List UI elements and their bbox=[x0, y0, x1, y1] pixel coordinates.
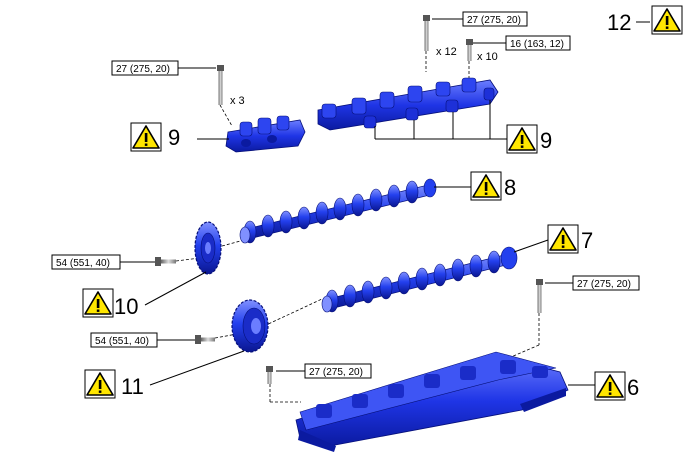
bolt-icon bbox=[195, 335, 215, 344]
leader-lines-9-right bbox=[374, 100, 507, 140]
bolt-icon bbox=[466, 39, 473, 61]
step-number-9-left: 9 bbox=[168, 125, 180, 150]
camshaft-timing-sprocket bbox=[194, 221, 222, 275]
step-number-12: 12 bbox=[607, 10, 631, 35]
torque-label-gear-upper: 54 (551, 40) bbox=[51, 254, 121, 270]
step-number-9-right: 9 bbox=[540, 128, 552, 153]
bolt-icon bbox=[423, 15, 430, 51]
bolt-icon bbox=[536, 279, 543, 313]
svg-text:54 (551, 40): 54 (551, 40) bbox=[95, 336, 149, 347]
torque-label-camcap-left: 27 (275, 20) bbox=[111, 60, 179, 76]
step-number-10: 10 bbox=[114, 294, 138, 319]
step-number-8: 8 bbox=[504, 175, 516, 200]
camshaft-timing-gear-assembly bbox=[231, 299, 269, 353]
quantity-x10: x 10 bbox=[477, 51, 498, 63]
camshaft-housing bbox=[295, 351, 569, 452]
step-number-6: 6 bbox=[627, 375, 639, 400]
camshaft-upper bbox=[239, 178, 437, 244]
camshaft-bearing-caps-right bbox=[317, 77, 499, 131]
bolt-icon bbox=[217, 65, 224, 105]
quantity-x3: x 3 bbox=[230, 95, 245, 107]
step-number-11: 11 bbox=[121, 374, 144, 399]
warning-triangle-icon bbox=[506, 124, 538, 154]
torque-label-camcap-top: 27 (275, 20) bbox=[462, 11, 528, 27]
warning-triangle-icon bbox=[84, 369, 116, 399]
torque-label-gear-lower: 54 (551, 40) bbox=[90, 332, 158, 348]
svg-text:27 (275, 20): 27 (275, 20) bbox=[116, 64, 170, 75]
warning-triangle-icon bbox=[547, 224, 579, 254]
svg-text:27 (275, 20): 27 (275, 20) bbox=[309, 367, 363, 378]
warning-triangle-icon bbox=[651, 5, 683, 35]
torque-label-housing-left: 27 (275, 20) bbox=[304, 363, 372, 379]
warning-triangle-icon bbox=[130, 122, 162, 152]
torque-label-camcap-small: 16 (163, 12) bbox=[505, 35, 571, 51]
bolt-icon bbox=[155, 257, 176, 266]
quantity-x12: x 12 bbox=[436, 46, 457, 58]
svg-text:27 (275, 20): 27 (275, 20) bbox=[577, 279, 631, 290]
svg-text:27 (275, 20): 27 (275, 20) bbox=[467, 15, 521, 26]
warning-triangle-icon bbox=[470, 171, 502, 201]
warning-triangle-icon bbox=[82, 288, 114, 318]
bolt-icon bbox=[266, 366, 273, 384]
camshaft-bearing-caps-left bbox=[225, 115, 306, 153]
warning-triangle-icon bbox=[594, 371, 626, 401]
svg-text:54 (551, 40): 54 (551, 40) bbox=[56, 258, 110, 269]
step-number-7: 7 bbox=[581, 228, 593, 253]
camshaft-lower bbox=[321, 246, 518, 313]
svg-text:16 (163, 12): 16 (163, 12) bbox=[510, 39, 564, 50]
torque-label-housing-right: 27 (275, 20) bbox=[572, 275, 640, 291]
